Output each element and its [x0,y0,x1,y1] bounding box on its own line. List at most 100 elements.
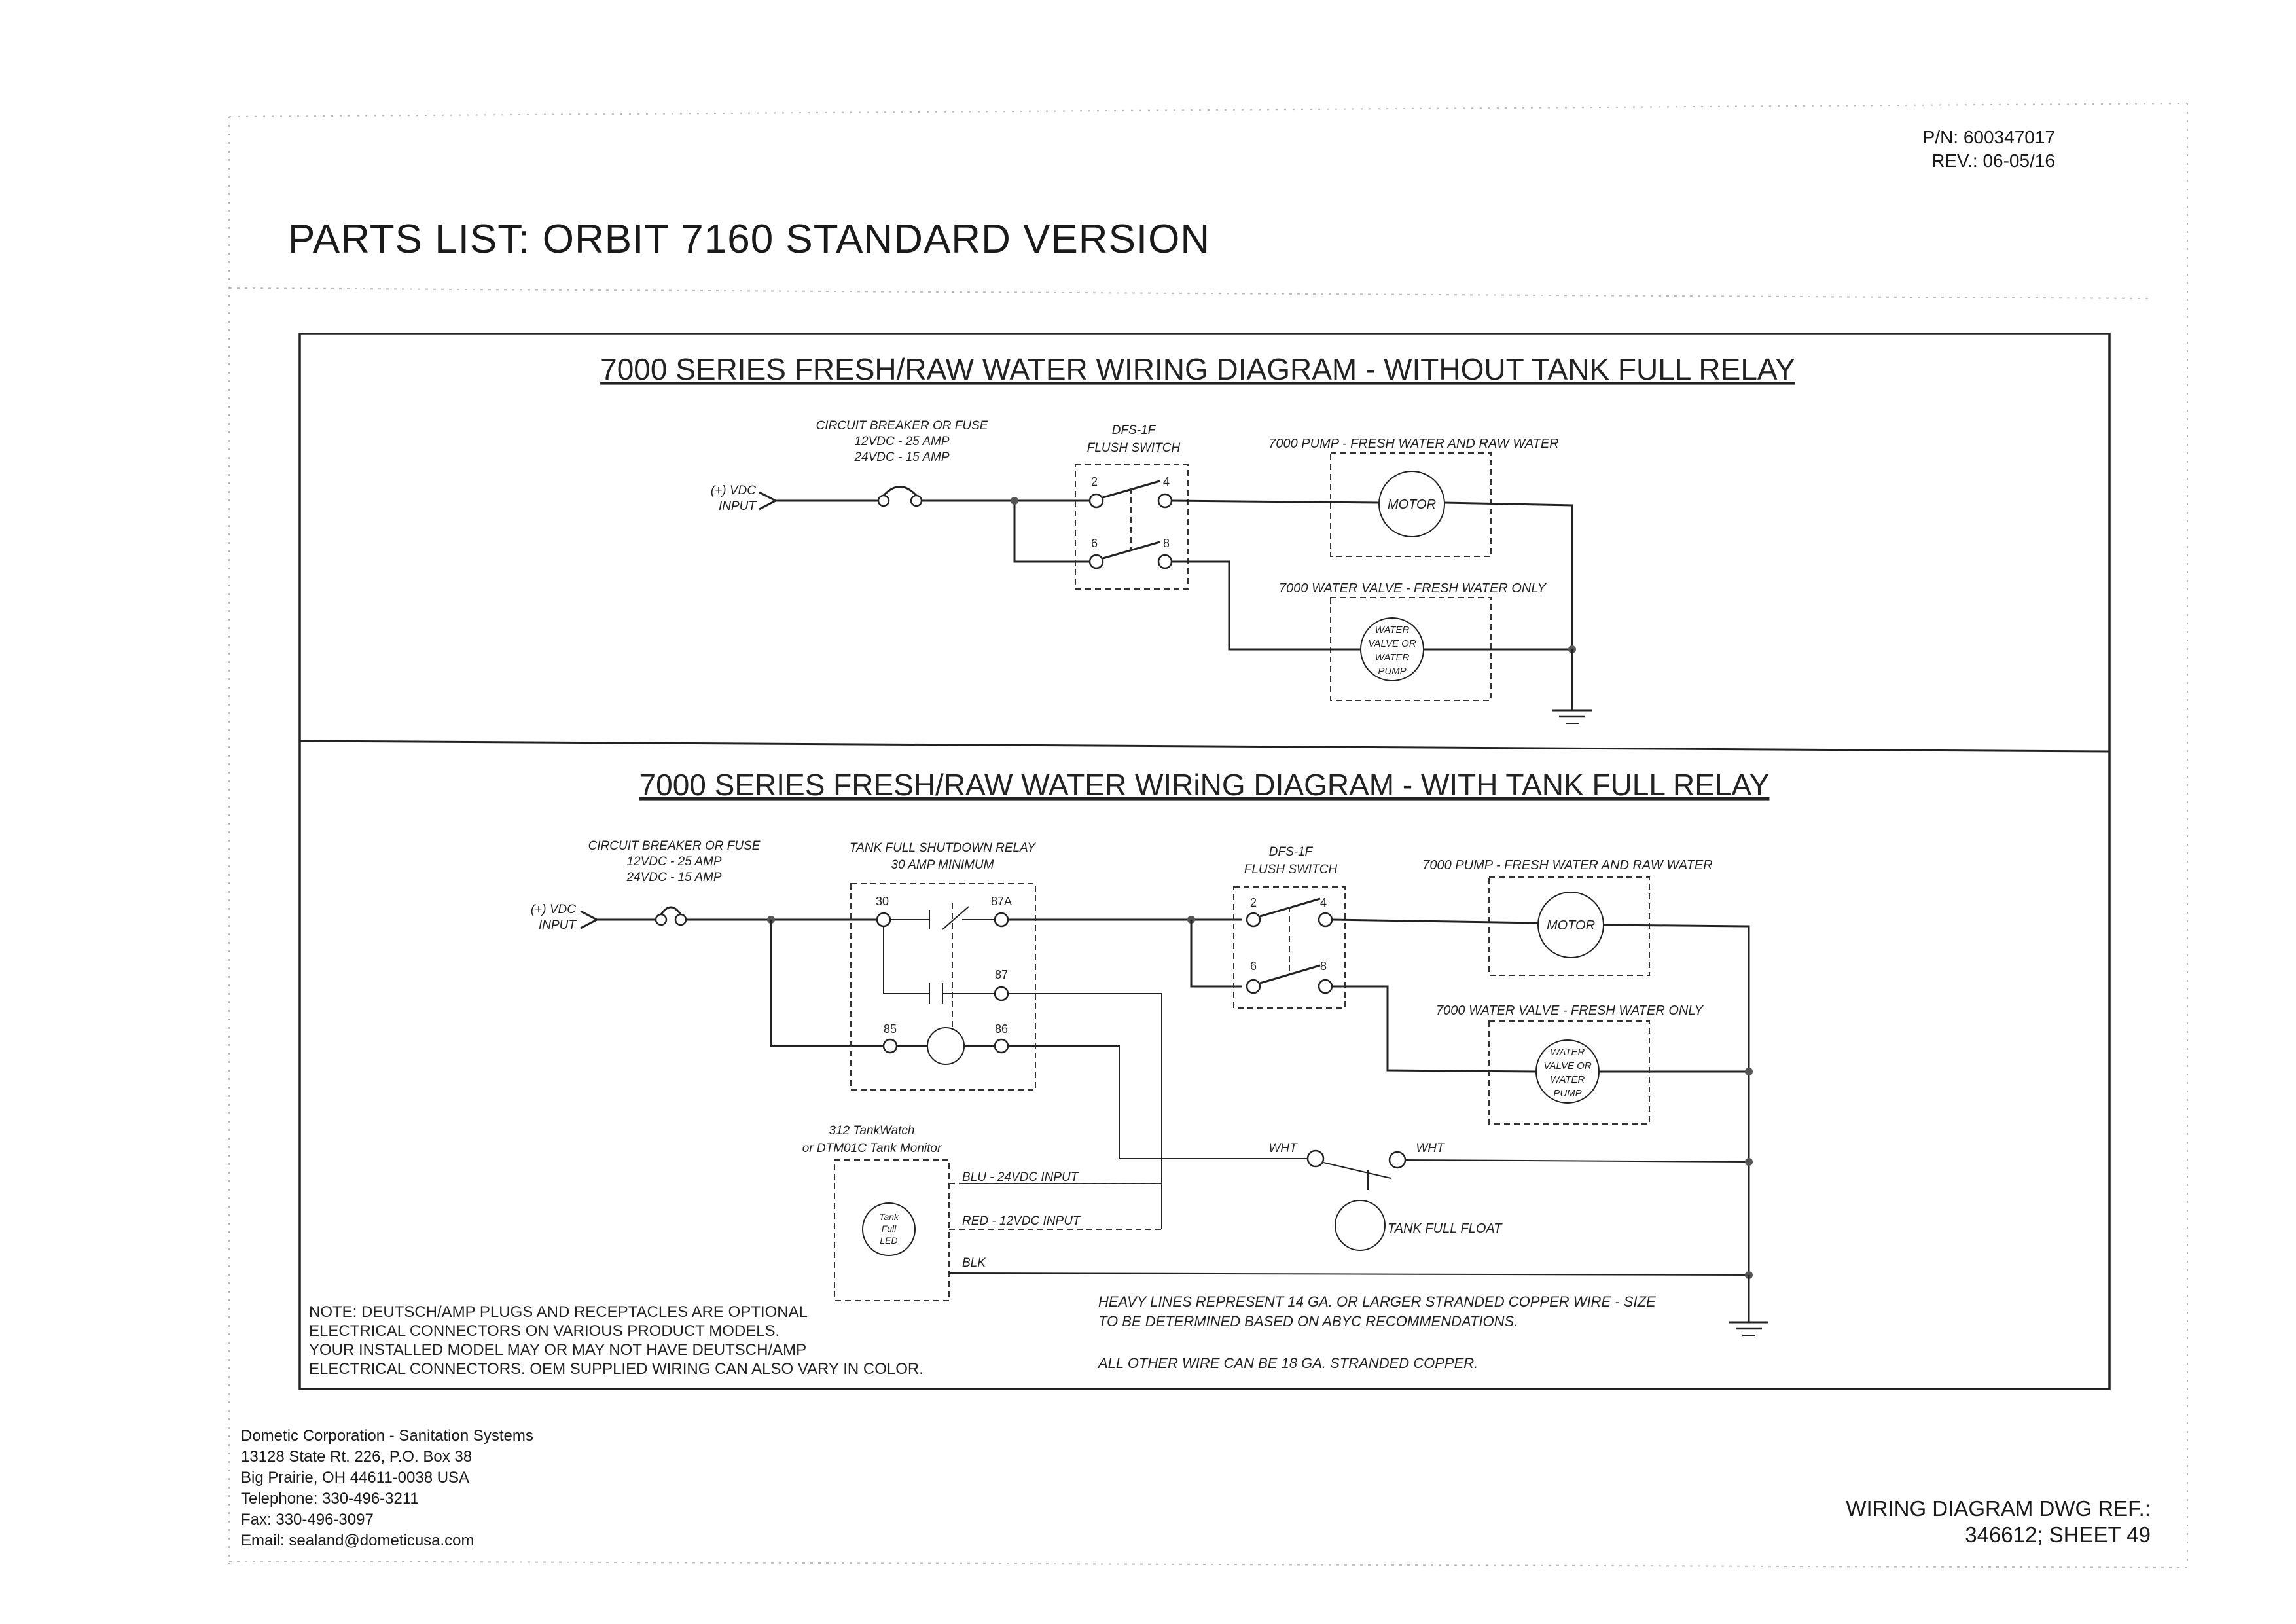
d1-valve-text2: VALVE OR [1368,638,1416,649]
address-line: Dometic Corporation - Sanitation Systems [241,1427,533,1445]
d2-switch-blade [1259,964,1321,984]
d2-relay-term-87a: 87A [991,895,1012,908]
part-number-block: P/N: 600347017 REV.: 06-05/16 [1923,126,2055,173]
d2-breaker-terminal [655,913,668,926]
d2-heavy-line2: TO BE DETERMINED BASED ON ABYC RECOMMEND… [1098,1313,1518,1329]
d2-relay-coil [927,1027,965,1065]
d2-term-8: 8 [1320,960,1327,973]
d2-junction [1745,1158,1753,1166]
d2-breaker-terminal [674,913,687,926]
d1-breaker-line1: CIRCUIT BREAKER OR FUSE [816,419,988,433]
d1-valve-text4: PUMP [1378,666,1406,677]
d1-term-4: 4 [1163,475,1170,488]
d1-motor-label: MOTOR [1388,497,1436,512]
d2-note-line4: ELECTRICAL CONNECTORS. OEM SUPPLIED WIRI… [309,1360,924,1378]
d1-junction [1011,497,1018,505]
d2-switch-terminal [1318,912,1333,928]
d2-wire-85 [770,920,916,1047]
d1-wire [922,499,1090,563]
d2-relay-terminal [994,986,1009,1001]
d1-valve-label: 7000 WATER VALVE - FRESH WATER ONLY [1279,581,1547,596]
d2-wire-wht [1405,1159,1749,1163]
d2-relay-line2: 30 AMP MINIMUM [891,858,994,872]
d2-breaker-line1: CIRCUIT BREAKER OR FUSE [588,839,761,853]
d2-monitor-line2: or DTM01C Tank Monitor [802,1142,942,1155]
drawing-ref-line2: 346612; SHEET 49 [1965,1523,2151,1547]
d1-switch-terminal [1157,554,1173,569]
drawing-ref-line1: WIRING DIAGRAM DWG REF.: [1846,1496,2151,1521]
d1-input-line2: INPUT [719,499,757,513]
d2-valve-label: 7000 WATER VALVE - FRESH WATER ONLY [1436,1003,1704,1018]
address-line: Fax: 330-496-3097 [241,1511,374,1528]
d2-relay-contact [942,906,995,930]
d1-valve-text3: WATER [1375,652,1410,663]
d2-led-text2: Full [882,1223,897,1234]
d2-valve-text4: PUMP [1553,1088,1581,1099]
d2-float-label: TANK FULL FLOAT [1388,1221,1503,1236]
d2-led-text1: Tank [879,1212,899,1222]
d2-term-4: 4 [1320,896,1327,909]
diagram-frame [298,333,2111,1390]
d1-switch-terminal [1088,493,1104,509]
page-title: PARTS LIST: ORBIT 7160 STANDARD VERSION [288,217,1211,262]
d2-wire-blk: BLK [962,1256,986,1270]
d2-wht-right: WHT [1416,1142,1445,1155]
d1-switch-terminal [1088,554,1104,569]
d2-relay-term-87: 87 [995,968,1008,981]
d2-motor-label: MOTOR [1547,918,1595,933]
d1-breaker-line3: 24VDC - 15 AMP [853,450,949,464]
d2-other-wire: ALL OTHER WIRE CAN BE 18 GA. STRANDED CO… [1097,1355,1478,1371]
d2-input-arrow [580,910,600,929]
d2-relay-term-30: 30 [876,895,889,908]
d2-relay-terminal [876,912,891,928]
revision: REV.: 06-05/16 [1931,151,2055,171]
d1-input-line1: (+) VDC [711,484,756,497]
diagram1-title: 7000 SERIES FRESH/RAW WATER WIRING DIAGR… [600,352,1795,386]
d2-wire-87 [959,993,1162,1184]
d2-switch-line2: FLUSH SWITCH [1244,863,1338,876]
d2-breaker-line3: 24VDC - 15 AMP [626,871,721,884]
frame-divider [299,740,2110,753]
d2-float-contact [1323,1162,1391,1179]
d2-switch-line1: DFS-1F [1269,845,1314,859]
d1-term-8: 8 [1163,537,1170,550]
d1-switch-line1: DFS-1F [1112,424,1157,437]
address-line: Telephone: 330-496-3211 [241,1490,419,1507]
d2-note-line1: NOTE: DEUTSCH/AMP PLUGS AND RECEPTACLES … [309,1303,808,1321]
d2-relay-box [850,883,1036,1091]
d2-wire-86 [1008,1045,1311,1159]
d2-input-line1: (+) VDC [531,903,576,916]
part-number: P/N: 600347017 [1922,127,2055,147]
d2-term-2: 2 [1250,896,1257,909]
d2-float-terminal [1388,1151,1407,1169]
d2-led-text3: LED [880,1235,897,1246]
d2-monitor-line1: 312 TankWatch [829,1124,915,1138]
d1-breaker-terminal [877,494,890,507]
d2-valve-text3: WATER [1551,1074,1585,1085]
d2-flush-switch-box [1233,886,1346,1009]
d2-breaker-arc [660,906,682,915]
d1-breaker-terminal [910,494,923,507]
d2-relay-line1: TANK FULL SHUTDOWN RELAY [850,841,1036,855]
d2-wire [1603,924,1750,1280]
d1-switch-terminal [1157,493,1173,509]
address-line: 13128 State Rt. 226, P.O. Box 38 [241,1448,473,1466]
d2-relay-terminal [994,1038,1009,1054]
d2-valve-text1: WATER [1551,1047,1585,1058]
d1-motor-symbol [1378,471,1445,537]
d1-wire [1171,499,1380,504]
d2-note-line2: ELECTRICAL CONNECTORS ON VARIOUS PRODUCT… [309,1322,780,1340]
d2-note-line3: YOUR INSTALLED MODEL MAY OR MAY NOT HAVE… [309,1341,806,1359]
d2-wire [1331,918,1539,924]
d2-switch-terminal [1246,912,1261,928]
d1-ground-icon [1552,709,1592,724]
d2-led-symbol [862,1202,916,1256]
d2-relay-terminal [994,912,1009,928]
d1-valve-text1: WATER [1375,624,1410,636]
diagram2-title: 7000 SERIES FRESH/RAW WATER WIRiNG DIAGR… [639,768,1770,802]
d2-relay-contact [890,910,930,929]
d2-wire [1190,920,1242,988]
d2-relay-term-86: 86 [995,1022,1008,1036]
d2-wire-blk-line [948,1272,1749,1276]
